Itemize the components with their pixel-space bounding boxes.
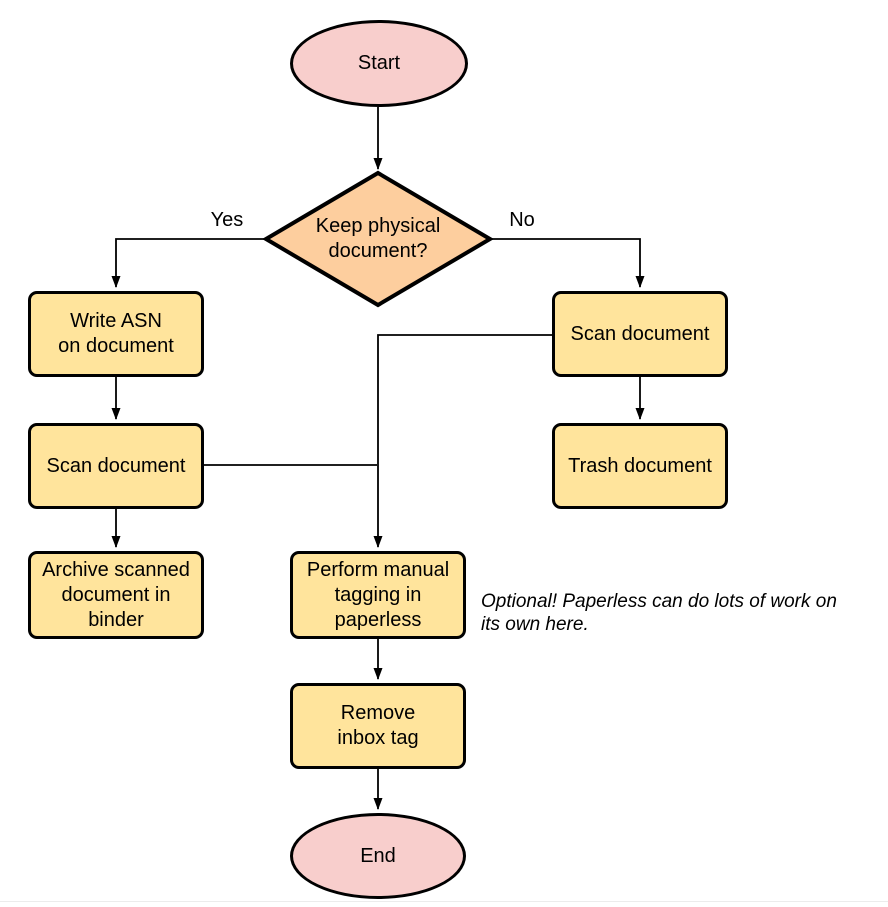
node-label: tagging in <box>334 583 422 606</box>
node-label: on document <box>58 335 174 357</box>
node-decision: Keep physical document? <box>278 214 478 264</box>
decision-diamond-shape <box>262 170 494 308</box>
node-label: Remove <box>340 702 416 724</box>
edge-decision-no-to-scan-right <box>490 238 645 288</box>
node-end: End <box>290 813 466 899</box>
node-label: Keep physical <box>315 215 441 237</box>
edge-scan-right-to-tagging <box>373 334 552 548</box>
node-label: End <box>360 844 396 867</box>
node-label: document? <box>328 240 428 262</box>
node-remove-inbox-tag: Remove inbox tag <box>290 683 466 769</box>
node-write-asn: Write ASN on document <box>28 291 204 377</box>
node-archive-in-binder: Archive scanned document in binder <box>28 551 204 639</box>
node-start: Start <box>290 20 468 107</box>
node-manual-tagging: Perform manual tagging in paperless <box>290 551 466 639</box>
node-label: Perform manual <box>306 558 450 581</box>
node-label: Write ASN <box>70 310 162 332</box>
node-scan-document-left: Scan document <box>28 423 204 509</box>
node-label: Scan document <box>570 322 710 345</box>
node-label: binder <box>88 608 144 631</box>
node-trash-document: Trash document <box>552 423 728 509</box>
node-label: Trash document <box>568 454 712 477</box>
node-label: Archive scanned <box>42 558 190 581</box>
node-label: document in <box>61 583 171 606</box>
note-line: its own here. <box>481 614 589 635</box>
node-label: Start <box>357 52 401 74</box>
page-bottom-divider <box>0 901 888 902</box>
optional-note: Optional! Paperless can do lots of work … <box>481 590 887 636</box>
node-scan-document-right: Scan document <box>552 291 728 377</box>
node-label: Scan document <box>46 454 186 477</box>
edge-label-no: No <box>509 209 535 231</box>
edge-decision-yes-to-write-asn <box>111 238 265 288</box>
node-label: inbox tag <box>337 727 419 749</box>
note-line: Optional! Paperless can do lots of work … <box>481 591 837 612</box>
edge-label-yes: Yes <box>210 209 244 231</box>
node-label: paperless <box>334 608 422 631</box>
